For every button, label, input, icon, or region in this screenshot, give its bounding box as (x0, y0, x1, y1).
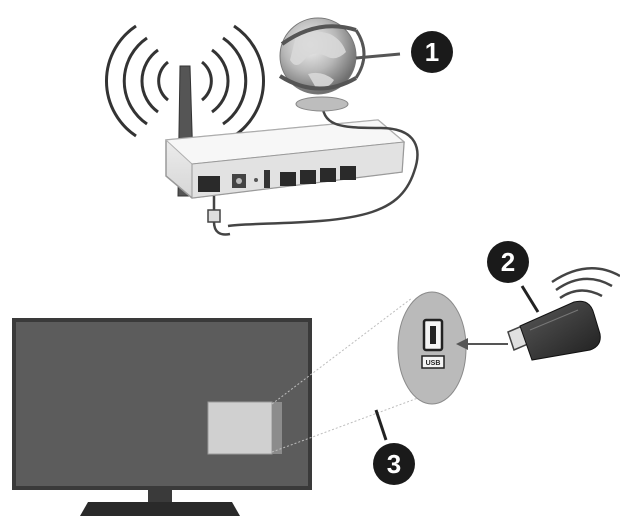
router-wifi-waves-icon (104, 24, 266, 138)
usb-port-label: USB (426, 360, 441, 367)
zoom-guide-lines (271, 297, 419, 453)
usb-port-icon (422, 318, 444, 352)
callout-2: 2 (487, 241, 540, 313)
tv-usb-area (207, 401, 273, 455)
tv (12, 318, 312, 516)
router-wan-port (198, 176, 220, 192)
callout-2-label: 2 (501, 247, 515, 277)
usb-port-zoom: USB (397, 291, 467, 405)
internet-cable (227, 99, 419, 228)
callout-1-label: 1 (425, 37, 439, 67)
router (164, 119, 406, 199)
callout-1: 1 (411, 31, 453, 73)
usb-dongle-icon (507, 300, 601, 361)
tv-stand-base (80, 502, 240, 516)
callout-3-label: 3 (387, 449, 401, 479)
globe-icon (278, 17, 401, 112)
dongle-wifi-waves-icon (551, 267, 620, 300)
insert-arrow (456, 338, 508, 350)
callout-3: 3 (373, 409, 415, 485)
tv-stand-neck (148, 490, 172, 502)
router-lan-ports (280, 166, 356, 186)
